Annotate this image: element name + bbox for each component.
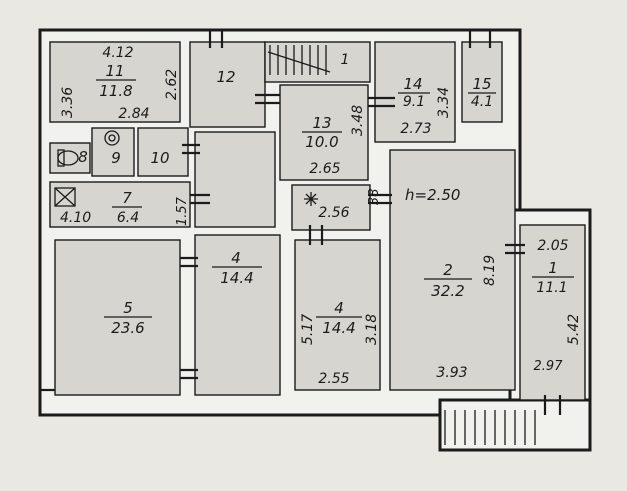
svg-text:14.4: 14.4 xyxy=(220,269,253,287)
dim-1-right: 5.42 xyxy=(566,314,582,345)
label-room-8: 8 xyxy=(78,148,88,166)
label-room-15: 15 4.1 xyxy=(468,75,496,110)
svg-text:6.4: 6.4 xyxy=(117,210,139,226)
dim-4-left: 5.17 xyxy=(300,314,316,345)
room-11 xyxy=(49,41,181,123)
svg-text:4.1: 4.1 xyxy=(471,94,493,110)
room-12 xyxy=(189,41,266,128)
stair-treads xyxy=(267,45,331,75)
room-labels: 11 11.8 12 13 10.0 14 9.1 15 4.1 8 9 10 … xyxy=(78,52,574,337)
sink-icon xyxy=(104,130,120,146)
svg-text:11.8: 11.8 xyxy=(99,82,132,100)
dim-7-left: 4.10 xyxy=(60,210,91,226)
dim-1-top: 2.05 xyxy=(537,238,568,254)
svg-text:15: 15 xyxy=(472,75,491,93)
room-5 xyxy=(194,234,281,396)
dim-11-top: 4.12 xyxy=(102,45,133,61)
room-14 xyxy=(374,41,456,143)
room-8 xyxy=(49,142,91,174)
porch-stairs xyxy=(444,410,536,445)
room-hall xyxy=(291,184,371,231)
room-2 xyxy=(389,149,516,391)
chimney-icon xyxy=(304,192,318,206)
label-room-4: 4 14.4 xyxy=(316,299,362,337)
dim-hall-width: 2.56 xyxy=(318,205,349,221)
dim-4-right: 3.18 xyxy=(364,314,380,345)
svg-text:7: 7 xyxy=(122,189,132,207)
dim-2-height: h=2.50 xyxy=(405,186,460,204)
svg-text:13: 13 xyxy=(312,114,331,132)
svg-text:11.1: 11.1 xyxy=(536,280,567,296)
label-room-5: 4 14.4 xyxy=(212,249,262,287)
svg-text:4: 4 xyxy=(334,299,344,317)
dim-13-bottom: 2.65 xyxy=(309,161,340,177)
svg-text:23.6: 23.6 xyxy=(111,319,144,337)
label-room-10: 10 xyxy=(150,149,169,167)
label-room-14: 14 9.1 xyxy=(398,75,430,110)
label-room-13: 13 10.0 xyxy=(302,114,342,151)
boiler-icon xyxy=(54,187,76,207)
svg-text:10.0: 10.0 xyxy=(305,133,338,151)
label-room-2: 2 32.2 xyxy=(424,261,472,300)
svg-text:4: 4 xyxy=(231,249,241,267)
label-room-12: 12 xyxy=(216,68,235,86)
svg-text:5: 5 xyxy=(123,299,133,317)
svg-text:32.2: 32.2 xyxy=(431,282,464,300)
svg-text:1: 1 xyxy=(548,259,558,277)
dim-11-right: 2.62 xyxy=(164,69,180,100)
dim-7-right: 1.57 xyxy=(175,196,190,226)
room-1 xyxy=(519,224,586,401)
stair-label: 1 xyxy=(341,52,350,68)
dim-14-bottom: 2.73 xyxy=(400,121,431,137)
dim-hall-side: 38 xyxy=(367,188,382,205)
doors xyxy=(40,30,562,415)
dim-2-bottom: 3.93 xyxy=(436,365,467,381)
label-room-7: 7 6.4 xyxy=(112,189,142,226)
label-room-1: 1 11.1 xyxy=(532,259,574,296)
label-room-9: 9 xyxy=(111,149,121,167)
svg-text:9.1: 9.1 xyxy=(403,94,425,110)
dim-11-left: 3.36 xyxy=(60,87,76,118)
svg-text:14: 14 xyxy=(403,75,422,93)
dim-11-bottom: 2.84 xyxy=(118,106,149,122)
dim-13-right: 3.48 xyxy=(350,105,366,136)
label-room-11: 11 11.8 xyxy=(96,62,136,100)
svg-text:14.4: 14.4 xyxy=(322,319,355,337)
svg-text:11: 11 xyxy=(105,62,124,80)
dim-14-right: 3.34 xyxy=(436,87,452,118)
dimension-labels: 4.12 3.36 2.62 2.84 3.48 2.65 3.34 2.73 … xyxy=(60,45,582,387)
dim-4-bottom: 2.55 xyxy=(318,371,349,387)
dim-2-right: 8.19 xyxy=(482,255,498,286)
toilet-icon xyxy=(57,149,79,167)
svg-text:2: 2 xyxy=(443,261,453,279)
room-4 xyxy=(294,239,381,391)
room-corridor xyxy=(194,131,276,228)
room-15 xyxy=(461,41,503,123)
label-room-6: 5 23.6 xyxy=(104,299,152,337)
dim-1-bottom: 2.97 xyxy=(534,359,564,374)
room-10 xyxy=(137,127,189,177)
room-9 xyxy=(91,127,135,177)
